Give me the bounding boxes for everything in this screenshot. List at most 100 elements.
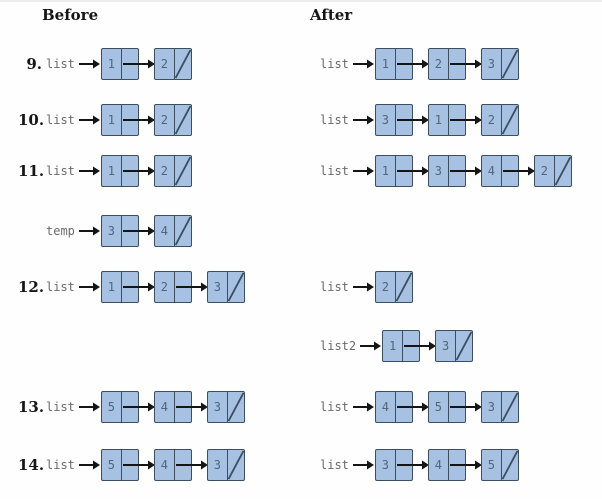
node-value: 1 — [102, 49, 122, 79]
pointer-variable-label: list — [320, 57, 349, 71]
linked-list-chain: 2 — [374, 271, 413, 303]
list-node: 3 — [206, 449, 245, 481]
next-pointer-arrow-icon — [449, 115, 482, 125]
list-node: 4 — [427, 449, 482, 481]
node-value: 4 — [155, 392, 175, 422]
list-node: 1 — [100, 104, 155, 136]
list-node: 3 — [427, 155, 482, 187]
list-node: 3 — [374, 104, 429, 136]
label-arrow-icon — [352, 282, 374, 292]
node-value: 2 — [155, 272, 175, 302]
null-slash-icon — [227, 392, 244, 422]
null-slash-icon — [501, 450, 518, 480]
node-value: 3 — [376, 105, 396, 135]
node-value: 2 — [482, 105, 502, 135]
next-pointer-arrow-icon — [502, 166, 535, 176]
list-node: 5 — [480, 449, 519, 481]
null-slash-icon — [501, 49, 518, 79]
node-value: 3 — [436, 331, 457, 361]
list-node: 4 — [153, 449, 208, 481]
list-node: 1 — [374, 48, 429, 80]
list-node: 3 — [480, 391, 519, 423]
null-slash-icon — [395, 272, 412, 302]
next-pointer-arrow-icon — [396, 402, 429, 412]
list-node: 3 — [206, 271, 245, 303]
node-value: 4 — [155, 216, 175, 246]
label-arrow-icon — [352, 59, 374, 69]
after-column-header: After — [310, 6, 353, 24]
node-pointer-cell — [174, 216, 191, 246]
node-value: 2 — [429, 49, 449, 79]
pointer-variable-label: list — [46, 113, 75, 127]
exercise-number: 13. — [18, 398, 45, 416]
next-pointer-arrow-icon — [122, 402, 155, 412]
label-arrow-icon — [78, 115, 100, 125]
node-value: 1 — [429, 105, 449, 135]
node-value: 2 — [155, 156, 175, 186]
pointer-variable-label: list — [320, 458, 349, 472]
pointer-variable-label: list — [320, 400, 349, 414]
next-pointer-arrow-icon — [396, 59, 429, 69]
node-value: 2 — [155, 49, 175, 79]
null-slash-icon — [554, 156, 571, 186]
null-slash-icon — [174, 156, 191, 186]
null-slash-icon — [174, 49, 191, 79]
list-node: 1 — [100, 48, 155, 80]
list-node: 2 — [427, 48, 482, 80]
node-value: 3 — [429, 156, 449, 186]
list-node: 2 — [153, 155, 192, 187]
node-value: 3 — [102, 216, 122, 246]
null-slash-icon — [227, 272, 244, 302]
next-pointer-arrow-icon — [449, 166, 482, 176]
next-pointer-arrow-icon — [396, 166, 429, 176]
node-value: 3 — [208, 450, 228, 480]
list-node: 2 — [480, 104, 519, 136]
node-pointer-cell — [501, 450, 518, 480]
list-node: 5 — [100, 391, 155, 423]
node-value: 5 — [102, 450, 122, 480]
list-node: 2 — [153, 48, 192, 80]
pointer-variable-label: list — [46, 400, 75, 414]
list-node: 2 — [153, 271, 208, 303]
node-pointer-cell — [395, 272, 412, 302]
label-arrow-icon — [78, 226, 100, 236]
next-pointer-arrow-icon — [122, 226, 155, 236]
pointer-variable-label: list — [320, 280, 349, 294]
node-pointer-cell — [501, 392, 518, 422]
label-arrow-icon — [352, 460, 374, 470]
list-node: 1 — [100, 271, 155, 303]
list-node: 4 — [480, 155, 535, 187]
next-pointer-arrow-icon — [449, 59, 482, 69]
node-value: 1 — [376, 156, 396, 186]
next-pointer-arrow-icon — [404, 341, 437, 351]
list-node: 2 — [533, 155, 572, 187]
node-pointer-cell — [174, 105, 191, 135]
list-node: 2 — [374, 271, 413, 303]
exercise-number: 10. — [18, 111, 45, 129]
list-node: 1 — [374, 155, 429, 187]
next-pointer-arrow-icon — [396, 460, 429, 470]
exercise-number: 9. — [26, 55, 42, 73]
node-value: 2 — [376, 272, 396, 302]
node-value: 1 — [376, 49, 396, 79]
list-node: 3 — [435, 330, 474, 362]
label-arrow-icon — [78, 402, 100, 412]
pointer-variable-label: list — [46, 164, 75, 178]
list-node: 1 — [427, 104, 482, 136]
list-node: 3 — [100, 215, 155, 247]
list-node: 3 — [206, 391, 245, 423]
pointer-variable-label: temp — [46, 224, 75, 238]
node-value: 4 — [429, 450, 449, 480]
page-top-edge — [0, 0, 602, 2]
node-value: 1 — [102, 105, 122, 135]
node-pointer-cell — [501, 105, 518, 135]
